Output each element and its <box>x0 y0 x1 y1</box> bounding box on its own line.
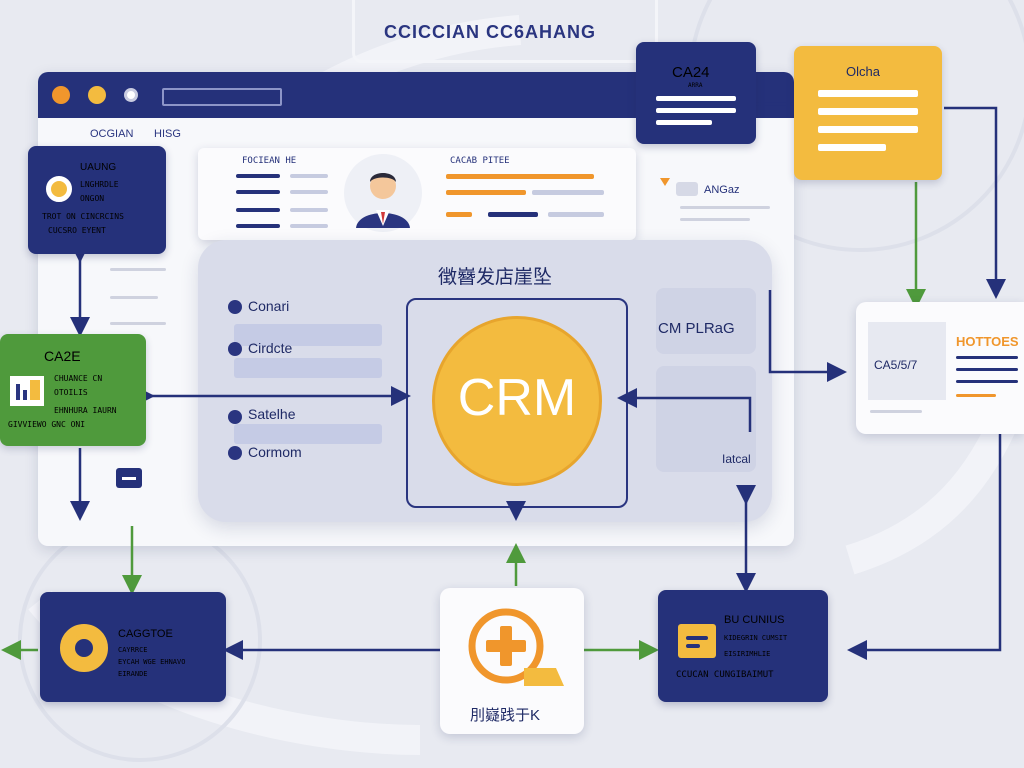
window-dot-white[interactable] <box>124 88 138 102</box>
crm-side-label: CM PLRaG <box>658 320 735 337</box>
page-title: CCICCIAN CC6AHANG <box>384 22 597 42</box>
crm-hub-label: CRM <box>457 369 577 427</box>
bottom-right-card-line2: EISIRIMHLIE <box>724 650 771 658</box>
left-card-line1: LNGHRDLE <box>80 180 119 189</box>
window-dot-yellow[interactable] <box>88 86 106 104</box>
bottom-right-card-line3: CCUCAN CUNGIBAIMUT <box>676 670 774 680</box>
profile-label-right: CACAB PITEE <box>450 156 510 166</box>
collapse-arrow-icon[interactable] <box>660 178 670 186</box>
crm-item-2[interactable]: Cirdcte <box>248 340 293 356</box>
crm-heading: 徴嶜发店崖坠 <box>438 267 553 288</box>
top-title-frame <box>352 0 658 63</box>
top-navy-card-title: CA24 <box>672 64 710 81</box>
profile-label-left: FOCIEAN HE <box>242 156 297 166</box>
chart-icon <box>10 376 44 406</box>
green-card-line3: EHNHURA IAURN <box>54 406 117 415</box>
bottom-right-card-line1: KIDEGRIN CUMSIT <box>724 634 788 642</box>
card-icon <box>678 624 716 658</box>
crm-item-4[interactable]: Cormom <box>248 444 302 460</box>
window-dot-orange[interactable] <box>52 86 70 104</box>
green-card-title: CA2E <box>44 348 81 364</box>
address-bar[interactable] <box>162 88 282 106</box>
left-card-line2: ONGON <box>80 194 105 203</box>
bottom-left-card-line3: EIRANDE <box>118 670 148 678</box>
green-card-line2: OTOILIS <box>54 388 88 397</box>
bottom-left-card-line2: EYCAH WGE EHNAVO <box>118 658 186 666</box>
crm-item-3[interactable]: Satelhe <box>248 406 296 422</box>
nav-link-a[interactable]: OCGIAN <box>90 128 134 140</box>
right-card-title: HOTTOES <box>956 334 1019 349</box>
crm-item-1[interactable]: Conari <box>248 298 290 314</box>
green-card-line1: CHUANCE CN <box>54 374 103 383</box>
green-card-line4: GIVVIEWO GNC ONI <box>8 420 86 429</box>
bottom-right-card-title: BU CUNIUS <box>724 614 785 626</box>
left-card-line3: TROT ON CINCRCINS <box>42 212 124 221</box>
right-card-value: CA5/5/7 <box>874 358 918 372</box>
bottom-left-card-title: CAGGTOE <box>118 628 173 640</box>
avatar-icon <box>344 154 422 232</box>
top-navy-card-sub: ARRA <box>688 82 703 89</box>
left-card[interactable] <box>28 146 166 254</box>
top-navy-card[interactable] <box>636 42 756 144</box>
crm-hub[interactable] <box>432 316 602 486</box>
crm-side-sub: Iatcal <box>722 452 751 466</box>
nav-link-b[interactable]: HISG <box>154 128 181 140</box>
bottom-center-label: 刖嶷践于K <box>470 707 541 724</box>
circle-dot-icon <box>228 342 242 356</box>
left-card-title: UAUNG <box>80 162 117 173</box>
circle-dot-icon <box>46 176 72 202</box>
plus-search-icon <box>468 608 564 686</box>
circle-dot-icon <box>228 410 242 424</box>
profile-right-label: ANGaz <box>704 184 740 196</box>
circle-dot-icon <box>228 446 242 460</box>
circle-dot-icon <box>60 624 108 672</box>
bottom-left-card-line1: CAYRRCE <box>118 646 148 654</box>
left-card-line4: CUCSRO EYENT <box>48 226 106 235</box>
top-yellow-card-title: Olcha <box>846 64 880 79</box>
circle-dot-icon <box>228 300 242 314</box>
